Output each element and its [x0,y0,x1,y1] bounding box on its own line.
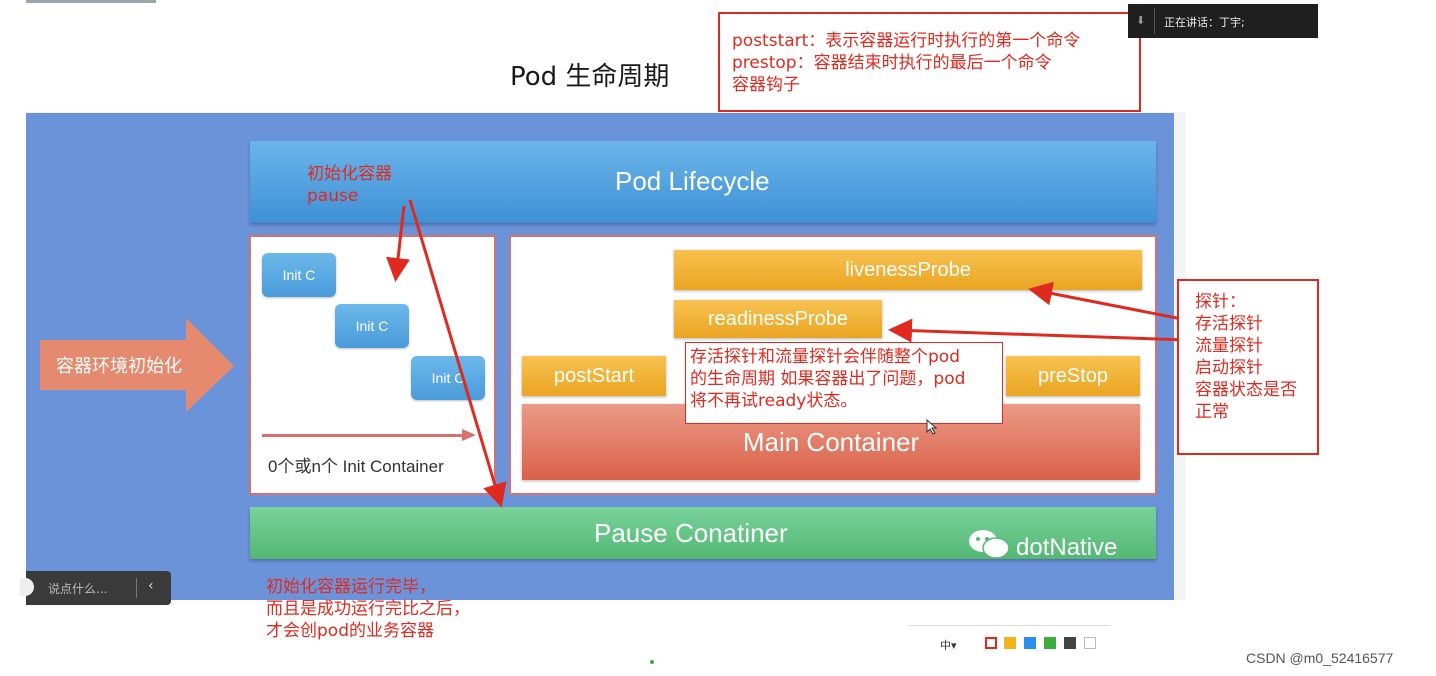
mouse-cursor-icon [926,419,938,435]
status-dot [650,660,654,664]
watermark: CSDN @m0_52416577 [1246,650,1394,666]
probe-note-line: 容器状态是否 [1195,380,1297,400]
main-container: Main Container [522,404,1140,480]
chat-bar [26,571,171,605]
probe-text-line: 将不再试ready状态。 [690,391,858,411]
color-swatch-green[interactable] [1044,637,1056,649]
probe-note-line: 存活探针 [1195,314,1263,334]
bottom-note-line: 才会创pod的业务容器 [266,621,434,641]
bottom-note-line: 初始化容器运行完毕， [266,577,436,597]
hook-note-line: 容器钩子 [732,75,800,95]
probe-text-box[interactable]: 存活探针和流量探针会伴随整个pod 的生命周期 如果容器出了问题，pod 将不再… [685,342,1003,424]
readiness-note-arrow [888,318,1188,343]
hook-note-line: prestop：容器结束时执行的最后一个命令 [732,53,1052,73]
pause-container-title: Pause Conatiner [594,518,788,548]
probe-note-line: 启动探针 [1195,358,1263,378]
probe-note-line: 正常 [1195,402,1229,422]
speaker-bar [1128,4,1318,38]
prestop-hook: preStop [1006,356,1140,396]
hook-note-line: poststart：表示容器运行时执行的第一个命令 [732,31,1081,51]
pause-note-arrow [408,199,507,508]
color-swatch-white[interactable] [1084,637,1096,649]
liveness-note-arrow [1028,281,1188,322]
probe-text-line: 存活探针和流量探针会伴随整个pod [690,347,960,367]
bottom-note-line: 而且是成功运行完比之后， [266,599,470,619]
slide-title: Pod 生命周期 [510,62,670,92]
init-sequence-arrowhead [462,429,476,441]
top-tab-indicator [26,0,156,3]
probe-note-box: 探针： 存活探针 流量探针 启动探针 容器状态是否 正常 [1177,279,1319,455]
speaker-divider [1154,8,1155,34]
pod-lifecycle-title: Pod Lifecycle [615,166,770,196]
chat-divider [136,578,137,598]
poststart-hook: postStart [522,356,666,396]
readiness-probe: readinessProbe [674,300,882,338]
color-swatch-red[interactable] [985,637,997,649]
init-sequence-arrow [262,434,468,437]
init-container-1: Init C [262,253,336,297]
chat-toggle[interactable] [20,578,34,596]
init-container-3: Init C [411,356,485,400]
color-swatch-yellow[interactable] [1004,637,1016,649]
chat-collapse-button[interactable]: ‹ [148,578,154,594]
chat-input[interactable]: 说点什么... [48,582,108,596]
env-init-arrow-icon [40,318,234,412]
init-note-arrow [386,205,410,282]
init-note-line: pause [307,186,359,206]
pod-lifecycle-bar [250,141,1156,223]
speaker-status: 正在讲话：丁宇; [1164,16,1245,29]
wechat-icon [969,530,1010,559]
init-note-line: 初始化容器 [307,164,392,184]
liveness-probe: livenessProbe [674,250,1142,290]
init-caption: 0个或n个 Init Container [268,457,444,476]
color-swatch-blue[interactable] [1024,637,1036,649]
probe-text-line: 的生命周期 如果容器出了问题，pod [690,369,966,389]
bottom-note: 初始化容器运行完毕， 而且是成功运行完比之后， 才会创pod的业务容器 [266,576,470,642]
init-note: 初始化容器 pause [307,163,392,207]
probe-note-line: 探针： [1195,292,1246,312]
microphone-icon[interactable]: ⬇ [1136,14,1146,27]
hook-note-box: poststart：表示容器运行时执行的第一个命令 prestop：容器结束时执… [718,12,1141,112]
brand-label: dotNative [1016,534,1118,561]
init-container-2: Init C [335,304,409,348]
probe-note-line: 流量探针 [1195,336,1263,356]
color-swatch-dark[interactable] [1064,637,1076,649]
ime-selector[interactable]: 中▾ [940,639,957,652]
env-init-label: 容器环境初始化 [56,356,182,377]
